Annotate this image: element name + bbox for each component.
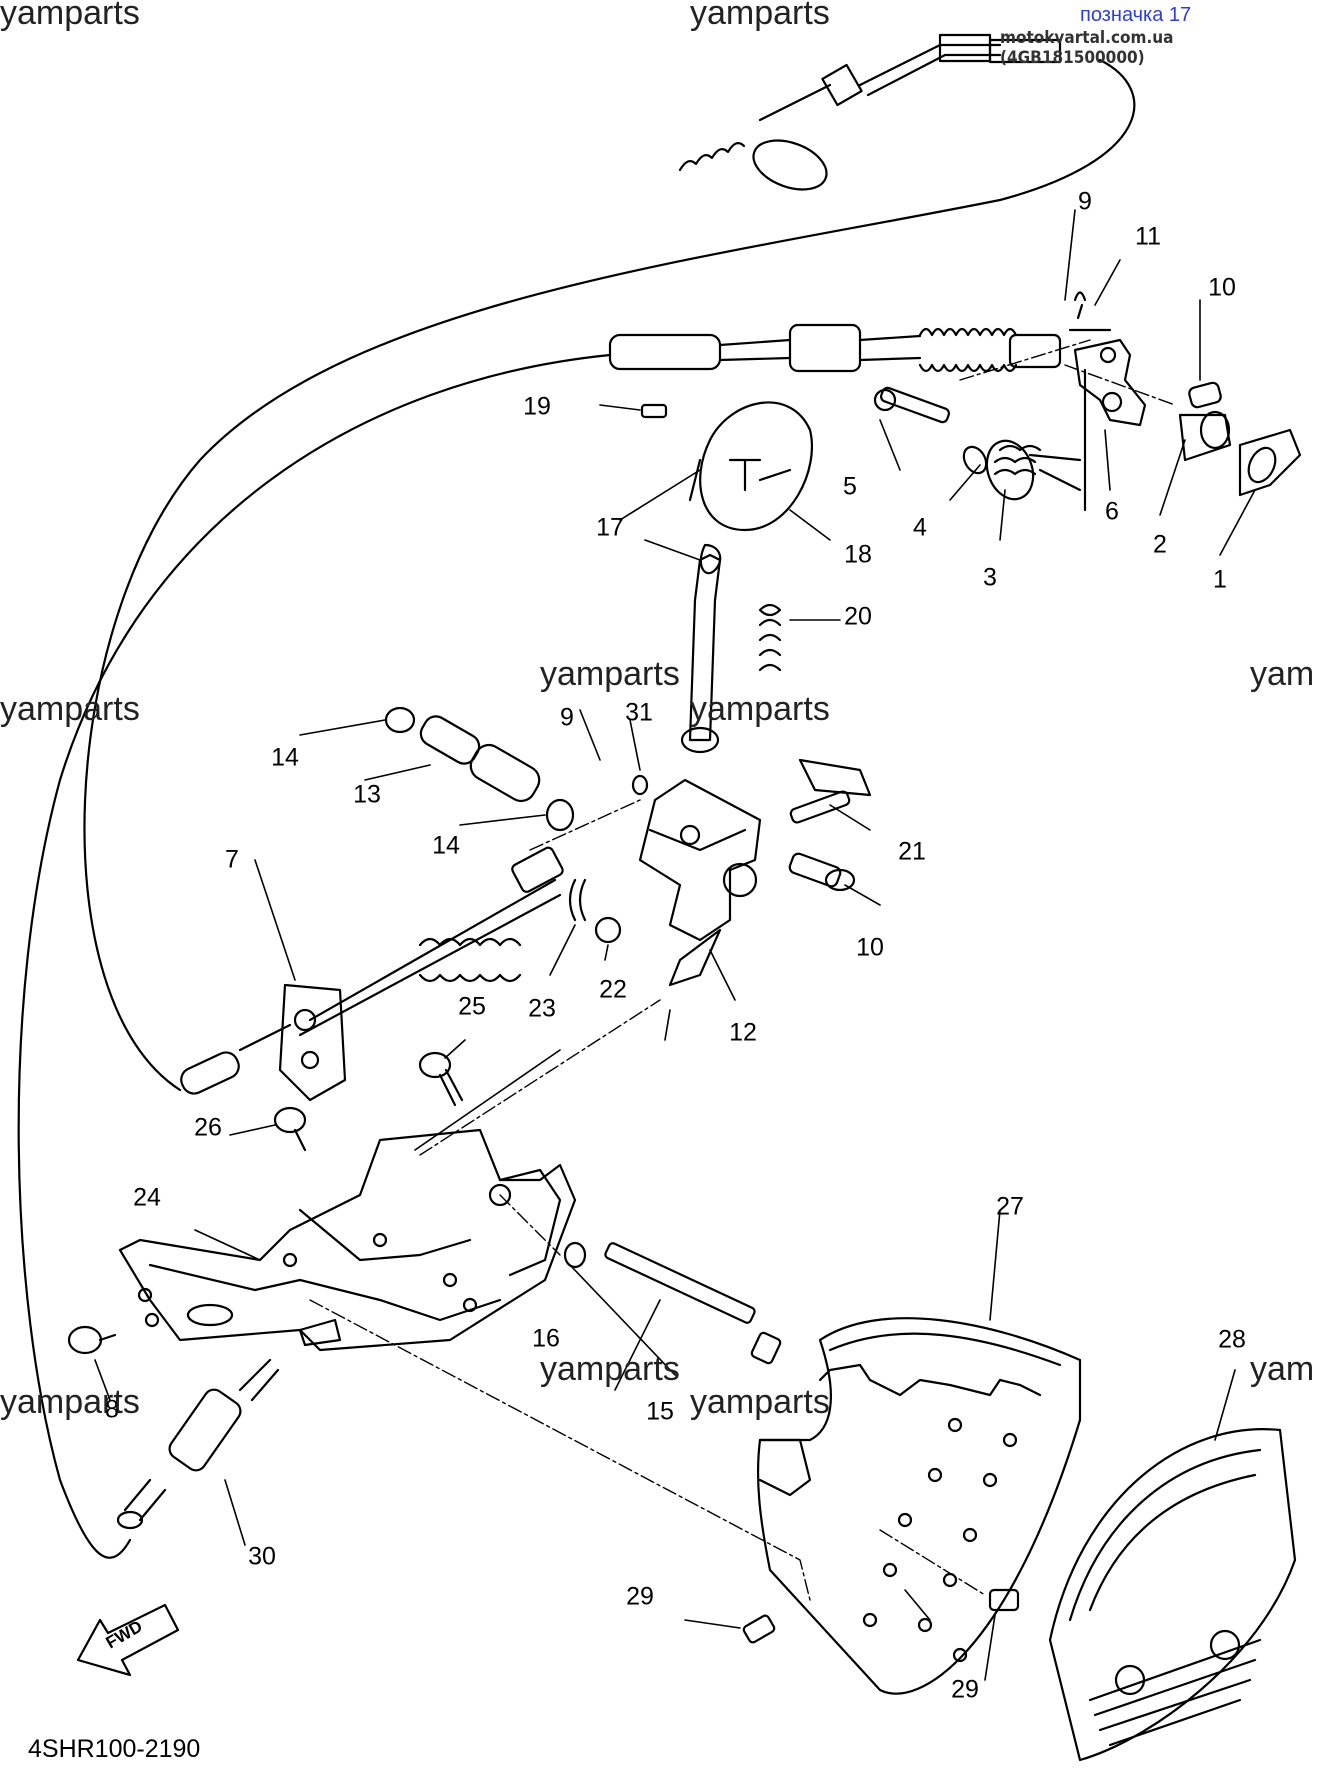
callout-26: 26 — [194, 1113, 222, 1142]
callout-15: 15 — [646, 1397, 674, 1426]
callout-18: 18 — [844, 540, 872, 569]
callout-9-upper: 9 — [1078, 187, 1092, 216]
watermark: yamparts — [0, 690, 140, 728]
callout-25: 25 — [458, 992, 486, 1021]
callout-27: 27 — [996, 1192, 1024, 1221]
watermark: yamparts — [540, 655, 680, 693]
upper-cable-end — [678, 33, 1062, 191]
shift-knob-and-lever — [640, 401, 813, 754]
callout-23: 23 — [528, 994, 556, 1023]
callout-19: 19 — [523, 392, 551, 421]
upper-right-parts — [873, 291, 1302, 512]
watermark-partial: yam — [1250, 655, 1315, 693]
watermark: yamparts — [0, 0, 140, 32]
callout-17: 17 — [596, 513, 624, 542]
callout-29-right: 29 — [951, 1675, 979, 1704]
callout-22: 22 — [599, 975, 627, 1004]
callout-7: 7 — [225, 845, 239, 874]
callout-21: 21 — [898, 837, 926, 866]
callout-14-upper: 14 — [271, 743, 299, 772]
watermark: yamparts — [0, 1383, 140, 1421]
callout-4: 4 — [913, 513, 927, 542]
callout-28: 28 — [1218, 1325, 1246, 1354]
callout-11: 11 — [1135, 222, 1161, 251]
watermark: yamparts — [690, 0, 830, 32]
callout-29-left: 29 — [626, 1582, 654, 1611]
lower-cable — [180, 846, 564, 1102]
shift-bracket — [638, 758, 872, 987]
shift-cable-outer-loop — [83, 58, 1136, 1092]
callout-1: 1 — [1213, 565, 1227, 594]
sprocket-cover — [1048, 1428, 1297, 1762]
callout-20: 20 — [844, 602, 872, 631]
callout-31: 31 — [625, 698, 653, 727]
callout-14-lower: 14 — [432, 831, 460, 860]
callout-13: 13 — [353, 780, 381, 809]
callout-10-upper: 10 — [1208, 273, 1236, 302]
assembly-lines — [309, 339, 1176, 1601]
header-reference[interactable]: позначка 17 — [1080, 4, 1192, 26]
watermark: yamparts — [690, 690, 830, 728]
fwd-arrow-icon — [76, 1603, 180, 1677]
callout-30: 30 — [248, 1542, 276, 1571]
callout-24: 24 — [133, 1183, 161, 1212]
watermark: yamparts — [540, 1350, 680, 1388]
callout-9-lower: 9 — [560, 703, 574, 732]
callout-2: 2 — [1153, 530, 1167, 559]
cable-return-loop — [17, 353, 612, 1559]
callout-12: 12 — [729, 1018, 757, 1047]
watermark-partial: yam — [1250, 1350, 1315, 1388]
leader-lines — [94, 209, 1256, 1681]
callout-10-lower: 10 — [856, 933, 884, 962]
header-site: motokvartal.com.ua (4GB181500000) — [1000, 28, 1174, 68]
rod — [116, 1358, 280, 1530]
upper-cable — [608, 323, 1062, 373]
pin-and-rings — [384, 706, 649, 944]
bolts — [67, 1051, 1020, 1644]
diagram-code: 4SHR100-2190 — [28, 1735, 201, 1763]
callout-3: 3 — [983, 563, 997, 592]
watermark: yamparts — [690, 1383, 830, 1421]
mount-bracket — [118, 1128, 577, 1352]
callout-5: 5 — [843, 472, 857, 501]
callout-8: 8 — [105, 1395, 119, 1424]
cover — [756, 1317, 1082, 1695]
callout-16: 16 — [532, 1324, 560, 1353]
callout-6: 6 — [1105, 497, 1119, 526]
